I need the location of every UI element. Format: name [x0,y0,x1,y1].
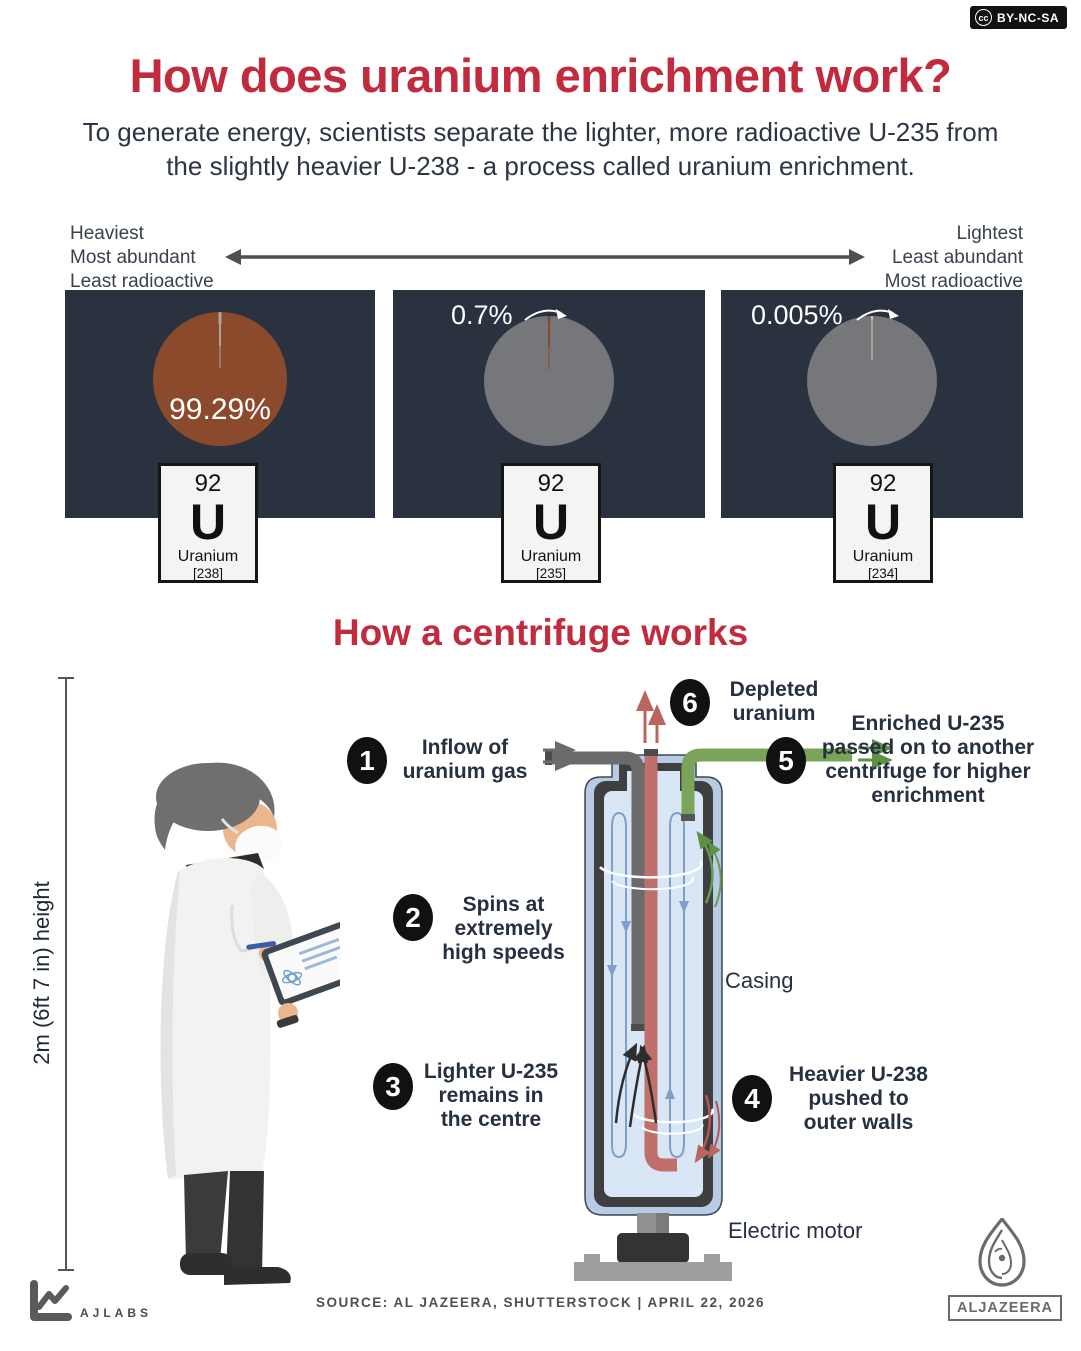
aljazeera-calligraphy-icon [978,1216,1026,1287]
height-label: 2m (6ft 7 in) height [29,881,54,1065]
step-label-1: Inflow of uranium gas [402,736,528,783]
source-text: SOURCE: AL JAZEERA, SHUTTERSTOCK | APRIL… [315,1295,766,1310]
cc-icon: cc [974,9,992,26]
tile-symbol: U [864,494,902,550]
page-title: How does uranium enrichment work? [129,49,952,102]
license-label: BY-NC-SA [996,10,1059,25]
u235-pie-chart [484,316,614,446]
tile-symbol: U [189,494,227,550]
step-badge-5: 5 [766,737,806,784]
callout-arrow-icon [856,309,899,321]
step-badge-4: 4 [732,1075,772,1122]
centrifuge-diagram [543,690,893,1281]
aljazeera-logo: ALJAZEERA [948,1216,1063,1321]
scientist-illustration [154,762,340,1285]
tile-atomic-number: 92 [869,470,897,497]
step-label-6: Depleted uranium [729,678,819,725]
tile-mass-number: [238] [192,566,224,581]
ajlabs-chart-icon [30,1280,72,1321]
step-badge-1: 1 [347,737,387,784]
casing-label: Casing [725,968,794,993]
tile-symbol: U [532,494,570,550]
ajlabs-logo: AJLABS [26,1280,152,1324]
step-badge-3: 3 [373,1063,413,1110]
page-subtitle: To generate energy, scientists separate … [82,117,999,181]
step-label-4: Heavier U-238 pushed to outer walls [789,1063,928,1134]
pie-share-label: 99.29% [169,393,271,426]
tile-name: Uranium [520,548,582,565]
ajlabs-label: AJLABS [80,1306,153,1320]
aljazeera-wordmark: ALJAZEERA [957,1300,1054,1316]
tile-atomic-number: 92 [194,470,222,497]
height-measure-line [58,677,74,1271]
tile-name: Uranium [177,548,239,565]
tile-name: Uranium [852,548,914,565]
step-badge-2: 2 [393,894,433,941]
pie-share-label: 0.005% [751,300,843,330]
element-tile-u234: 92 U Uranium [234] [833,463,933,583]
section-title: How a centrifuge works [332,612,749,653]
isotope-panel-u238: 99.29% [65,290,375,518]
spectrum-right-label: Lightest Least abundant Most radioactive [884,223,1023,292]
step-badge-6: 6 [670,679,710,726]
step-label-3: Lighter U-235 remains in the centre [423,1060,559,1131]
step-label-5: Enriched U-235 passed on to another cent… [821,712,1035,807]
tile-mass-number: [234] [867,566,899,581]
u234-pie-chart [807,316,937,446]
spectrum-left-label: Heaviest Most abundant Least radioactive [70,223,214,292]
element-tile-u235: 92 U Uranium [235] [501,463,601,583]
step-label-2: Spins at extremely high speeds [442,893,565,964]
aljazeera-wordmark-box: ALJAZEERA [948,1295,1063,1321]
callout-arrow-icon [524,309,567,321]
pie-share-label: 0.7% [451,300,513,330]
motor-label: Electric motor [728,1218,863,1243]
element-tile-u238: 92 U Uranium [238] [158,463,258,583]
u238-pie-chart [153,312,287,446]
tile-mass-number: [235] [535,566,567,581]
double-arrow-icon [225,249,865,265]
cc-license-badge: cc BY-NC-SA [969,6,1067,29]
tile-atomic-number: 92 [537,470,565,497]
